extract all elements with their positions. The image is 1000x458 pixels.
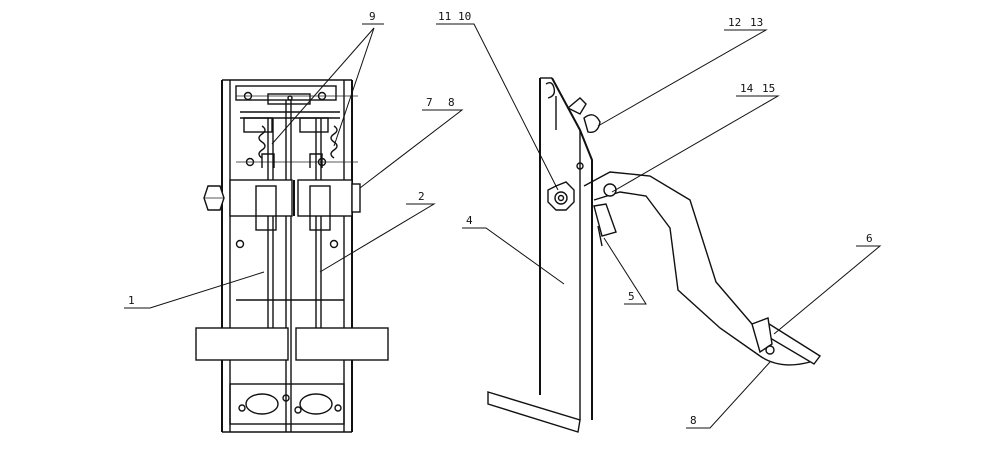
callout-14: 14: [740, 82, 754, 95]
front-view: [195, 79, 389, 433]
callout-8-upper: 8: [448, 96, 455, 109]
callout-9: 9: [369, 10, 376, 23]
leader-lines: [124, 23, 882, 429]
callout-7: 7: [426, 96, 433, 109]
callout-8-lower: 8: [690, 414, 697, 427]
callout-5: 5: [628, 290, 635, 303]
callout-11: 11: [438, 10, 451, 23]
callout-4: 4: [466, 214, 473, 227]
callout-labels: 9 7 8 2 1 11 10 12 13 14 15 4 5 6 8: [128, 10, 873, 427]
side-view: [487, 77, 822, 433]
callout-6: 6: [866, 232, 873, 245]
callout-2: 2: [418, 190, 425, 203]
callout-1: 1: [128, 294, 135, 307]
callout-12: 12: [728, 16, 741, 29]
callout-10: 10: [458, 10, 471, 23]
callout-13: 13: [750, 16, 763, 29]
callout-15: 15: [762, 82, 775, 95]
